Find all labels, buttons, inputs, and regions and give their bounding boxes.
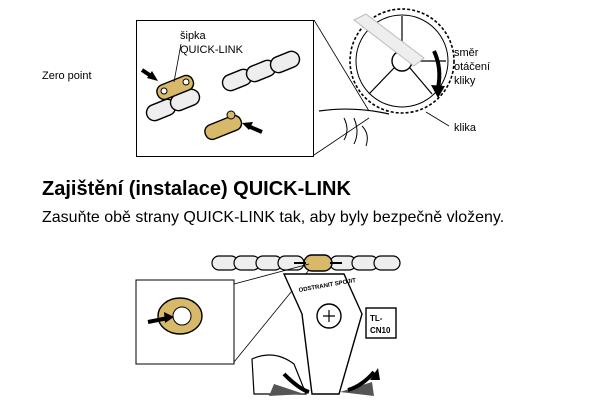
rotation-label-line2: otáčení <box>454 61 490 73</box>
rotation-arrow <box>432 50 442 89</box>
chain-diagonal <box>145 50 301 122</box>
rotation-label-line3: kliky <box>454 75 476 87</box>
squeeze-arrow-left <box>282 372 310 394</box>
tool-illustration: ODSTRANIT SPOJIT TL- CN10 <box>135 254 401 396</box>
crank-label: klika <box>454 122 477 134</box>
quick-link-on-chain <box>303 254 333 272</box>
quick-link-insertion-illustration: šipka QUICK-LINK <box>136 20 314 157</box>
squeeze-arrow-right <box>347 370 376 392</box>
pliers-tool <box>282 273 363 395</box>
arrow-label-line2: QUICK-LINK <box>180 44 244 56</box>
rotation-label-line1: směr <box>454 47 479 59</box>
tool-model-badge <box>365 307 397 339</box>
arrow-label-line1: šipka <box>180 30 207 42</box>
quick-link-bottom-half <box>204 110 243 141</box>
zero-point-label: Zero point <box>42 70 92 82</box>
tool-badge-line2: CN10 <box>370 326 391 335</box>
tool-badge-line1: TL- <box>370 314 383 323</box>
instruction-text: Zasuňte obě strany QUICK-LINK tak, aby b… <box>42 209 505 226</box>
crank-rotation-illustration: směr otáčení kliky klika <box>314 8 490 156</box>
chain-horizontal <box>211 255 401 271</box>
quick-link-top-half <box>156 74 195 101</box>
section-heading: Zajištění (instalace) QUICK-LINK <box>42 178 351 200</box>
